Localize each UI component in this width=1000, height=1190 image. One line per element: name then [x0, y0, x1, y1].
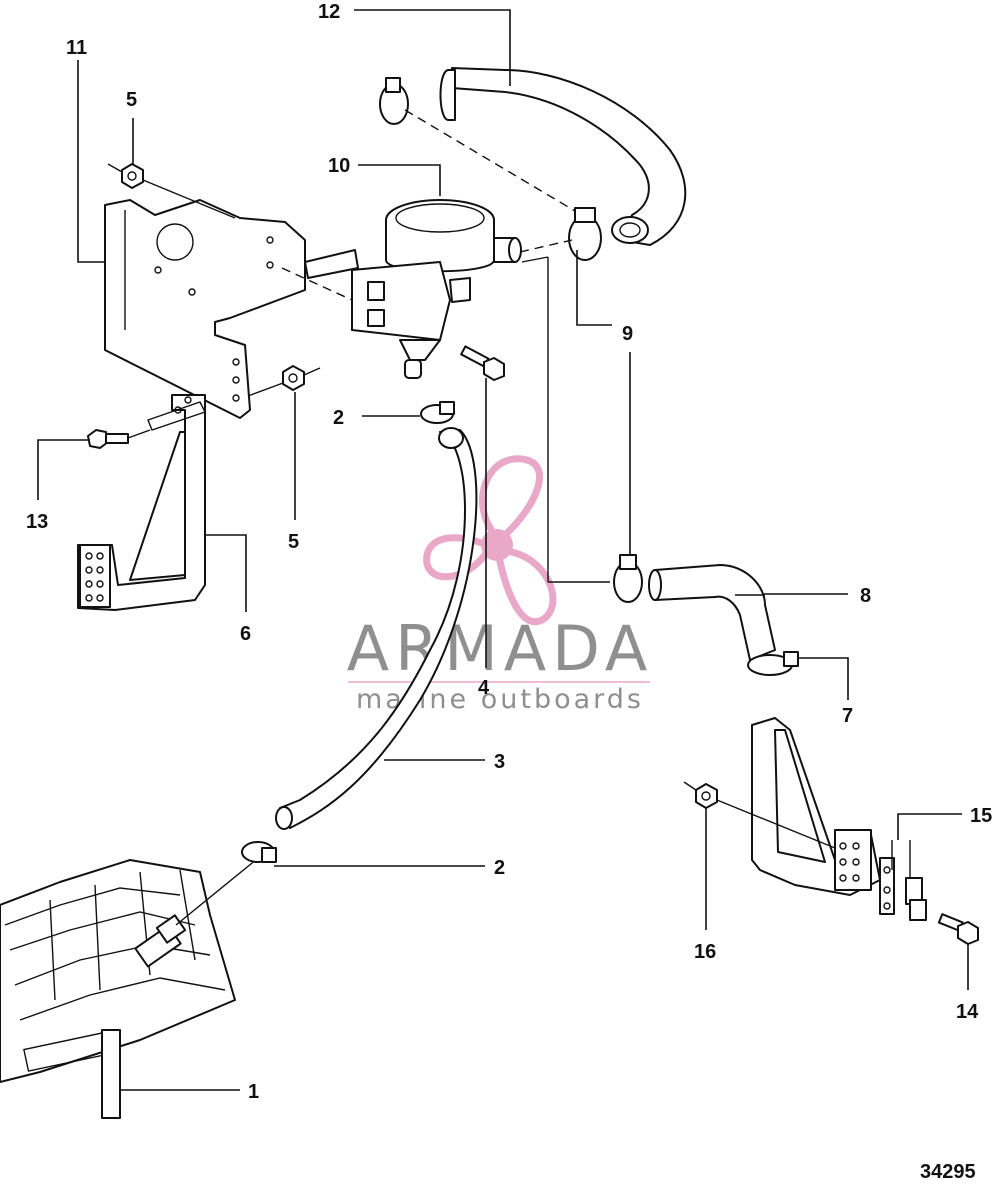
callout-9-upper: 9	[622, 323, 633, 345]
part-9-clamp-lower	[613, 554, 643, 603]
part-7-clamp	[747, 651, 799, 676]
propeller-logo-icon	[423, 455, 557, 626]
part-11-bracket	[104, 199, 306, 419]
part-12-hose	[439, 67, 687, 246]
callout-5-lower: 5	[288, 531, 299, 553]
callout-leaders	[37, 9, 969, 1091]
part-2-clamp-lower	[241, 841, 277, 863]
part-6-bracket	[77, 394, 206, 611]
callout-11: 11	[66, 37, 87, 59]
part-3-hose	[275, 427, 478, 830]
callout-13: 13	[26, 511, 48, 533]
pcv-fitting	[134, 849, 269, 968]
callout-15: 15	[970, 805, 992, 827]
part-9-clamp-mid	[519, 207, 602, 261]
part-2-clamp-upper	[420, 401, 455, 424]
part-16-nut	[683, 781, 836, 849]
part-13-bolt	[87, 401, 206, 449]
drawing-number: 34295	[920, 1161, 976, 1183]
watermark-brand: ARMADA	[347, 612, 653, 685]
mounting-stud	[281, 249, 359, 301]
part-9-clamp-upper	[379, 77, 581, 215]
part-10-separator	[351, 199, 522, 379]
part-15-bracket	[751, 717, 927, 921]
callout-7: 7	[842, 705, 853, 727]
callout-12: 12	[318, 1, 340, 23]
callout-16: 16	[694, 941, 716, 963]
callout-4: 4	[478, 677, 490, 699]
callout-6: 6	[240, 623, 251, 645]
callout-1: 1	[248, 1081, 259, 1103]
callout-10: 10	[328, 155, 350, 177]
callout-labels: 1 2 2 3 4 5 5 6 7 8 9 9 10 11 12 13 14 1…	[26, 1, 992, 1103]
callout-8: 8	[860, 585, 871, 607]
part-5-nut-upper	[107, 163, 236, 219]
callout-14: 14	[956, 1001, 979, 1023]
part-5-nut-lower	[247, 365, 321, 397]
callout-2-lower: 2	[494, 857, 505, 879]
part-8-hose	[648, 564, 776, 661]
separator-to-hose-leader	[521, 256, 610, 583]
callout-2-upper: 2	[333, 407, 344, 429]
part-4-bolt	[460, 345, 505, 381]
part-1-tube	[101, 1029, 121, 1119]
part-14-bolt	[937, 913, 979, 945]
callout-5-upper: 5	[126, 89, 137, 111]
armada-watermark: ARMADA marine outboards	[347, 455, 653, 715]
callout-3: 3	[494, 751, 505, 773]
